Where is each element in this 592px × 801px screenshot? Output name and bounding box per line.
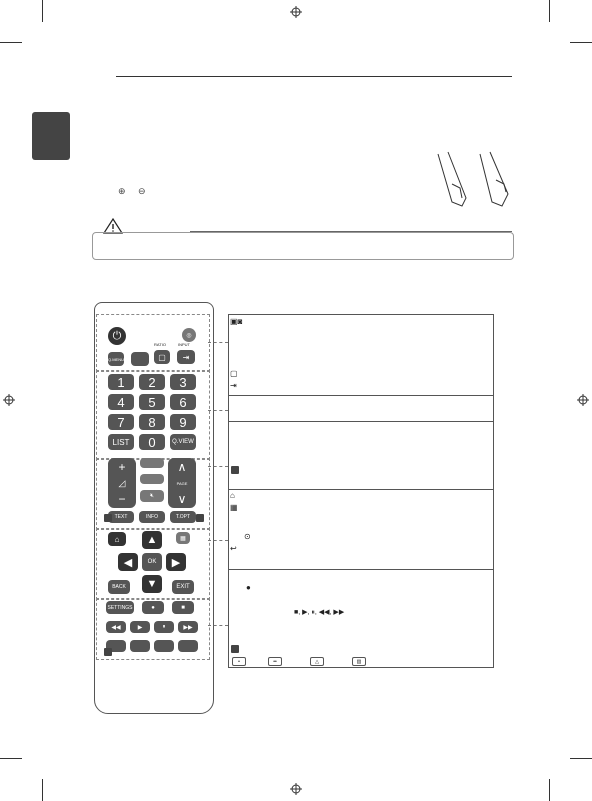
caution-box — [92, 232, 514, 260]
explanation-panel — [228, 314, 494, 668]
ratio-icon: ▢ — [230, 369, 238, 378]
remote-section — [96, 598, 210, 660]
home-button[interactable]: ⌂ — [108, 532, 126, 546]
number-button[interactable]: 5 — [139, 394, 165, 410]
battery-cover-illustration — [437, 151, 509, 207]
number-button[interactable]: 8 — [139, 414, 165, 430]
leader-line — [208, 342, 228, 343]
3d-button[interactable] — [140, 474, 164, 484]
playback-icons: ■, ▶, ⏸, ◀◀, ▶▶ — [294, 609, 345, 616]
panel-divider — [228, 489, 494, 490]
number-button[interactable]: 4 — [108, 394, 134, 410]
remote-section — [96, 528, 210, 600]
yellow-key-icon: △ — [310, 657, 324, 666]
crop-mark — [570, 758, 592, 759]
callout-marker — [231, 645, 239, 653]
fast-forward-button[interactable]: ▶▶ — [178, 621, 198, 633]
blue-button[interactable] — [178, 640, 198, 652]
number-button[interactable]: 2 — [139, 374, 165, 390]
tv-radio-button[interactable]: ◎ — [182, 328, 196, 342]
crop-mark — [0, 758, 22, 759]
number-button[interactable]: 7 — [108, 414, 134, 430]
chapter-tab — [32, 112, 70, 160]
number-button[interactable]: 3 — [170, 374, 196, 390]
play-button[interactable]: ▶ — [130, 621, 150, 633]
up-arrow-button[interactable]: ▲ — [142, 531, 162, 549]
green-key-icon: •• — [268, 657, 282, 666]
callout-marker — [104, 514, 112, 522]
number-button[interactable]: 6 — [170, 394, 196, 410]
ok-button[interactable]: OK — [142, 553, 162, 571]
rewind-button[interactable]: ◀◀ — [106, 621, 126, 633]
panel-divider — [228, 395, 494, 396]
number-button[interactable]: 1 — [108, 374, 134, 390]
page-rocker[interactable]: ∧PAGE∨ — [168, 458, 196, 508]
info-button[interactable]: INFO — [139, 511, 165, 523]
number-button[interactable]: 9 — [170, 414, 196, 430]
caution-rule — [190, 231, 512, 232]
crop-mark — [549, 779, 550, 801]
power-button[interactable]: ⏻ — [108, 327, 126, 345]
warning-triangle-icon — [103, 218, 123, 234]
leader-line — [208, 410, 228, 411]
leader-line — [208, 466, 228, 467]
volume-rocker[interactable]: +◿− — [108, 458, 136, 508]
left-arrow-button[interactable]: ◀ — [118, 553, 138, 571]
registration-mark-icon — [3, 394, 15, 406]
leader-line — [208, 625, 228, 626]
registration-mark-icon — [577, 394, 589, 406]
subtitle-button[interactable] — [131, 352, 149, 366]
yellow-button[interactable] — [154, 640, 174, 652]
red-key-icon: • — [232, 657, 246, 666]
qmenu-button[interactable]: Q.MENU — [108, 352, 124, 366]
crop-mark — [549, 0, 550, 22]
record-button[interactable]: ● — [142, 601, 164, 614]
crop-mark — [570, 42, 592, 43]
callout-marker — [231, 466, 239, 474]
list-button[interactable]: LIST — [108, 434, 134, 450]
panel-divider — [228, 569, 494, 570]
callout-marker — [104, 648, 112, 656]
record-icon: ● — [246, 583, 251, 592]
panel-divider — [228, 421, 494, 422]
settings-button[interactable]: SETTINGS — [106, 601, 134, 614]
down-arrow-button[interactable]: ▼ — [142, 575, 162, 593]
green-button[interactable] — [130, 640, 150, 652]
minus-polarity-icon: ⊖ — [138, 186, 146, 196]
ratio-label: RATIO — [154, 342, 166, 347]
crop-mark — [0, 42, 22, 43]
qview-button[interactable]: Q.VIEW — [170, 434, 196, 450]
ok-icon: ⊙ — [244, 532, 251, 541]
leader-line — [208, 540, 228, 541]
input-icon: ⇥ — [230, 381, 237, 390]
fav-button[interactable] — [140, 458, 164, 468]
input-button[interactable]: ⇥ — [177, 350, 195, 364]
ratio-button[interactable]: ▢ — [154, 350, 170, 364]
back-button[interactable]: BACK — [108, 580, 130, 594]
header-rule — [116, 76, 512, 77]
pause-button[interactable]: ⏸ — [154, 621, 174, 633]
crop-mark — [42, 0, 43, 22]
blue-key-icon: ▥ — [352, 657, 366, 666]
mute-button[interactable]: 🔇︎ — [140, 490, 164, 502]
right-arrow-button[interactable]: ▶ — [166, 553, 186, 571]
home-icon: ⌂ — [230, 491, 235, 500]
back-arrow-icon: ↩ — [230, 544, 237, 553]
apps-button[interactable]: ▦ — [176, 532, 190, 544]
number-button[interactable]: 0 — [139, 434, 165, 450]
plus-polarity-icon: ⊕ — [118, 186, 126, 196]
apps-icon: ▦ — [230, 503, 238, 512]
stop-button[interactable]: ■ — [172, 601, 194, 614]
text-button[interactable]: TEXT — [108, 511, 134, 523]
registration-mark-icon — [290, 6, 302, 18]
remote-section — [96, 314, 210, 372]
crop-mark — [42, 779, 43, 801]
tv-radio-icon: ▣◙ — [230, 317, 243, 326]
exit-button[interactable]: EXIT — [172, 580, 194, 594]
callout-marker — [196, 514, 204, 522]
registration-mark-icon — [290, 783, 302, 795]
topt-button[interactable]: T.OPT — [170, 511, 196, 523]
input-label: INPUT — [178, 342, 190, 347]
